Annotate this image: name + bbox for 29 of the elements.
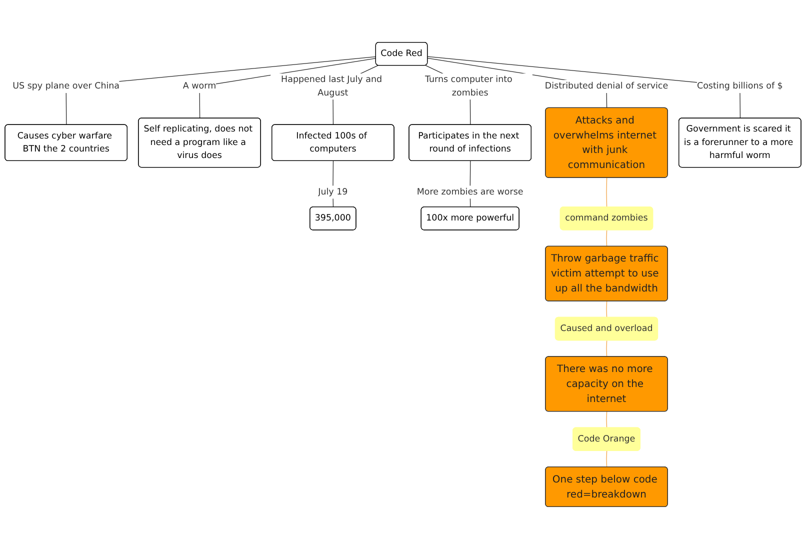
highlighted-box: There was no more capacity on the internet [545, 356, 668, 412]
connector-line [606, 450, 608, 468]
edge-label: US spy plane over China [12, 81, 120, 92]
concept-box: Government is scared it is a forerunner to a more harmful worm [678, 118, 802, 168]
connector-line [606, 340, 608, 358]
connector-line [606, 411, 608, 428]
edge-label: Happened last July and August [281, 74, 384, 98]
concept-box: 395,000 [310, 206, 356, 230]
edge-label: July 19 [318, 186, 348, 197]
concept-box: Infected 100s of computers [272, 124, 394, 162]
edge-label: More zombies are worse [416, 186, 524, 197]
phrase-box: Caused and overload [554, 316, 658, 341]
concept-box: 100x more powerful [420, 206, 520, 230]
highlighted-box: One step below code red=breakdown [545, 466, 668, 508]
connector-line [606, 178, 608, 208]
concept-box: Participates in the next round of infections [408, 124, 532, 162]
edge-label: Costing billions of $ [696, 81, 783, 92]
phrase-box: command zombies [560, 206, 654, 230]
phrase-box: Code Orange [572, 427, 640, 451]
edge-label: A worm [182, 81, 216, 92]
concept-box: Causes cyber warfare BTN the 2 countries [4, 124, 128, 162]
concept-box: Code Red [375, 42, 428, 66]
edge-label: Distributed denial of service [544, 81, 668, 92]
connector-line [606, 301, 608, 318]
edge-label: Turns computer into zombies [424, 74, 514, 98]
connector-line [606, 230, 608, 247]
highlighted-box: Throw garbage traffic victim attempt to use up all the bandwidth [545, 246, 668, 302]
highlighted-box: Attacks and overwhelms internet with junk communication [545, 107, 668, 178]
concept-box: Self replicating, does not need a program like a virus does [138, 118, 261, 168]
